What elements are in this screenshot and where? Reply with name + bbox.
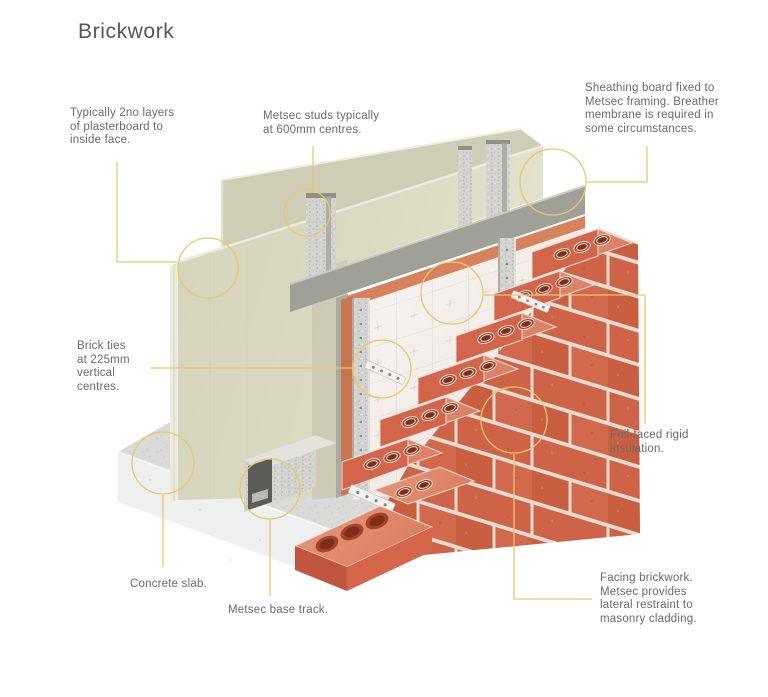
label-brick-ties: Brick ties at 225mm vertical centres. <box>77 340 130 393</box>
stepped-brick <box>492 270 596 322</box>
label-concrete-slab: Concrete slab. <box>130 578 207 590</box>
stepped-brick <box>454 312 558 364</box>
stepped-bricks <box>340 228 634 505</box>
leader-line-facing <box>513 454 592 600</box>
label-metsec-base-track: Metsec base track. <box>228 604 329 616</box>
stepped-brick <box>340 438 444 491</box>
callout-circle-concrete <box>131 431 195 495</box>
insulation-top-edge <box>347 216 585 308</box>
foreground-brick <box>293 505 434 591</box>
plasterboard-panel <box>178 146 543 500</box>
stepped-brick <box>416 354 520 406</box>
callout-circle-base-track <box>239 458 301 520</box>
insulation-left-edge <box>341 296 353 496</box>
metsec-stud <box>458 146 472 244</box>
leader-line-plasterboard <box>116 162 177 263</box>
label-plasterboard: Typically 2no layers of plasterboard to … <box>70 107 175 147</box>
callout-circle-foil <box>420 261 484 325</box>
callout-circle-studs <box>283 189 331 237</box>
brick-tie <box>364 360 406 385</box>
callout-circle-plasterboard <box>177 237 239 299</box>
brick-tie <box>510 290 551 313</box>
metsec-base-track <box>244 435 336 512</box>
stepped-brick <box>378 396 482 448</box>
callout-circle-facing <box>480 386 548 454</box>
callout-circle-sheathing <box>519 148 587 216</box>
callout-annotations <box>116 146 648 600</box>
leader-line-sheathing <box>587 146 648 183</box>
label-metsec-studs: Metsec studs typically at 600mm centres. <box>263 110 380 136</box>
page-title: Brickwork <box>78 20 175 43</box>
leader-line-foil <box>484 294 646 424</box>
stepped-brick <box>530 228 634 280</box>
label-sheathing-board: Sheathing board fixed to Metsec framing.… <box>585 82 719 135</box>
callout-circle-brick-ties <box>352 339 412 399</box>
label-foil-insulation: Foil-faced rigid insulation. <box>610 429 689 455</box>
brick-tie <box>348 484 396 512</box>
label-facing-brickwork: Facing brickwork. Metsec provides latera… <box>600 572 697 625</box>
bottom-course-brick <box>372 466 476 505</box>
